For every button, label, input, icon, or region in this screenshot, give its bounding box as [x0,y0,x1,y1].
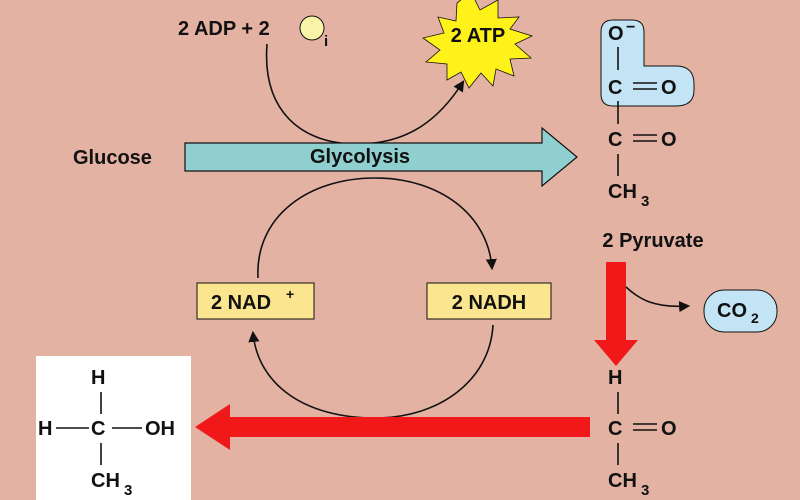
acetaldehyde-c: C [608,418,622,440]
glucose-label: Glucose [73,147,152,169]
atp-star-icon [422,0,534,89]
pyruvate-c-mid: C [608,129,622,151]
acetaldehyde-sub3: 3 [641,482,649,499]
adp-text: 2 ADP + 2 [178,18,270,40]
glycolysis-label: Glycolysis [310,146,410,168]
nad-charge: + [286,286,294,302]
nadh-box [426,282,552,320]
ethanol-h-left: H [38,418,52,440]
carboxylate-highlight [600,19,695,107]
pyruvate-o-minus: O [608,23,624,45]
ethanol-sub3: 3 [124,482,132,499]
pyruvate-minus-sign: − [626,19,635,36]
pyruvate-o-top: O [661,77,677,99]
red-down-arrow [594,262,638,366]
pi-subscript: i [324,33,328,50]
glycolysis-arrow [184,126,578,188]
co2-box [703,289,778,333]
pyruvate-o-mid: O [661,129,677,151]
red-left-arrow [195,404,590,450]
ethanol-ch: CH [91,470,120,492]
acetaldehyde-o: O [661,418,677,440]
nadh-label: 2 NADH [452,292,526,314]
nad-box [196,282,315,320]
atp-label: 2 ATP [451,25,505,47]
acetaldehyde-h: H [608,367,622,389]
nad-label: 2 NAD [211,292,271,314]
pyruvate-c-top: C [608,77,622,99]
co2-text: CO [717,300,747,322]
pyruvate-sub3: 3 [641,193,649,210]
pyruvate-label: 2 Pyruvate [602,230,703,252]
ethanol-h-top: H [91,367,105,389]
co2-release-curve [625,286,691,313]
pyruvate-ch: CH [608,181,637,203]
ethanol-oh: OH [145,418,175,440]
nad-to-nadh-curve [257,177,497,279]
ethanol-c: C [91,418,105,440]
co2-sub: 2 [751,310,759,326]
phosphate-circle-icon [299,15,325,41]
acetaldehyde-ch: CH [608,470,637,492]
